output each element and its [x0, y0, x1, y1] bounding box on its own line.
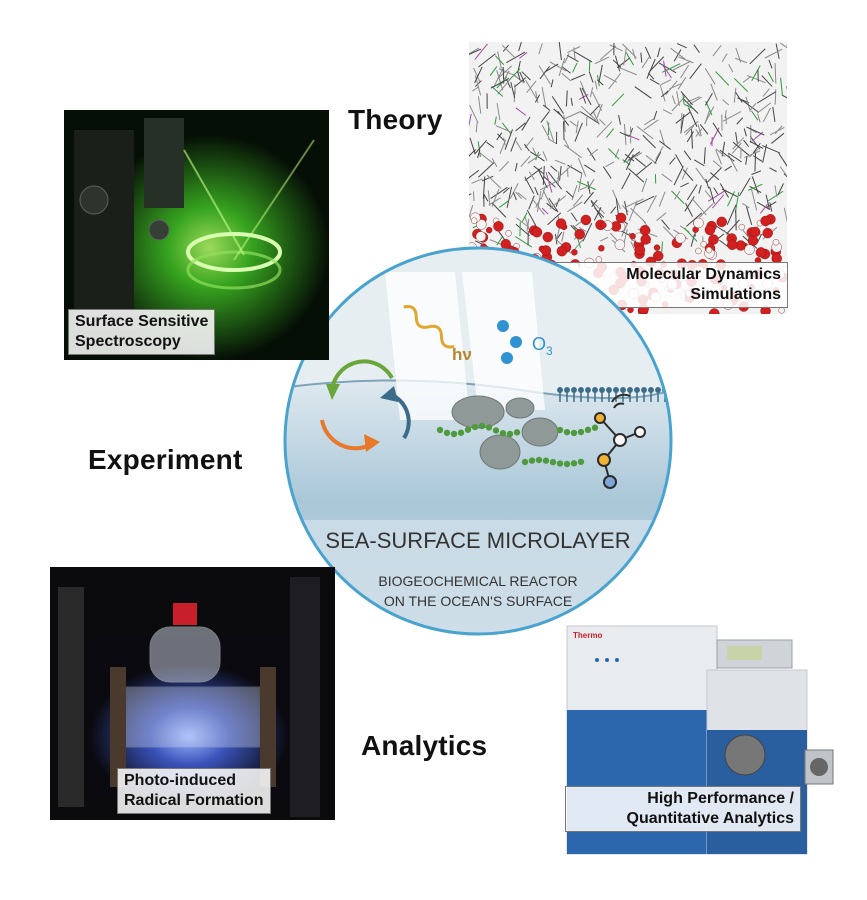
md-caption: Molecular Dynamics Simulations — [556, 262, 788, 308]
photo-caption: Photo-induced Radical Formation — [117, 768, 271, 814]
diagram-subtitle-line1: BIOGEOCHEMICAL REACTOR — [378, 573, 577, 589]
heading-theory: Theory — [348, 104, 443, 135]
analytics-caption: High Performance / Quantitative Analytic… — [565, 786, 801, 832]
cycle-arrow-orange-head — [364, 434, 380, 452]
ozone-dot — [510, 336, 522, 348]
cycle-arrow-green — [330, 359, 394, 393]
analytics-caption-line2: Quantitative Analytics — [626, 810, 794, 827]
organic-aggregates — [451, 395, 559, 470]
spectroscopy-caption-line1: Surface Sensitive — [75, 313, 209, 330]
red-cap — [173, 603, 197, 625]
petri-dish — [186, 232, 282, 272]
o3-subscript: 3 — [546, 344, 553, 358]
md-caption-line1: Molecular Dynamics — [626, 266, 781, 283]
diagram-title: SEA-SURFACE MICROLAYER — [325, 528, 630, 553]
photoreactor-photo — [50, 567, 335, 820]
ozone-dot — [501, 352, 513, 364]
heading-experiment: Experiment — [88, 444, 243, 475]
cycle-arrow-blue-head — [380, 386, 398, 402]
photo-caption-line2: Radical Formation — [124, 792, 264, 809]
light-beam — [385, 272, 470, 420]
photo-caption-line1: Photo-induced — [124, 772, 236, 789]
analytics-caption-line1: High Performance / — [647, 790, 794, 807]
spectroscopy-caption-line2: Spectroscopy — [75, 333, 181, 350]
cycle-arrow-blue — [389, 392, 411, 440]
molecule-icon — [594, 393, 646, 489]
heading-analytics: Analytics — [361, 730, 488, 761]
wavy-light-icon — [403, 305, 455, 349]
spectroscopy-caption: Surface Sensitive Spectroscopy — [68, 309, 216, 355]
md-caption-line2: Simulations — [690, 286, 781, 303]
hv-label: hν — [452, 345, 472, 364]
diagram-subtitle-line2: ON THE OCEAN'S SURFACE — [384, 593, 572, 609]
cycle-arrow-orange — [320, 419, 373, 451]
instrument-brand: Thermo — [573, 631, 602, 640]
o3-label: O3 — [532, 334, 553, 358]
ozone-dot — [497, 320, 509, 332]
cycle-arrow-green-head — [326, 384, 340, 400]
